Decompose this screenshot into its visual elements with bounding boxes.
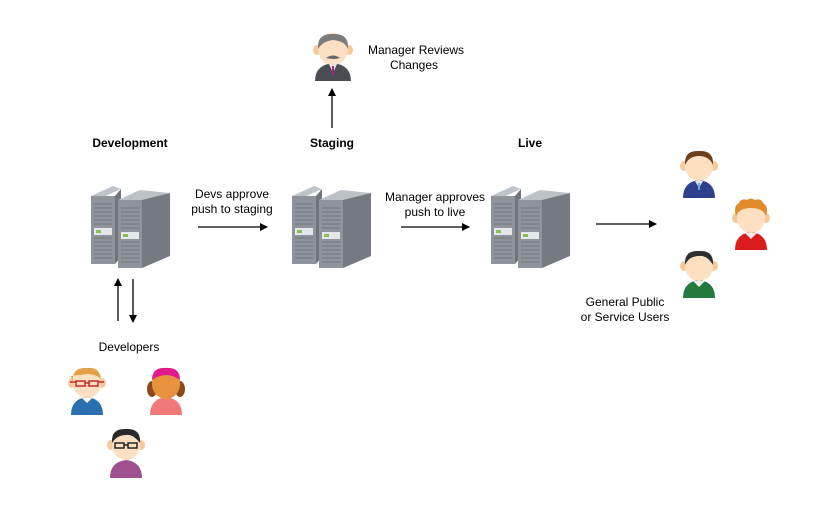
staging-to-live-label-line1: Manager approves xyxy=(384,190,486,204)
manager-reviews-label-line2: Changes xyxy=(389,58,439,72)
manager-reviews-label-line1: Manager Reviews xyxy=(368,43,465,57)
dev-to-staging-label: Devs approve push to staging xyxy=(180,187,284,217)
developer-icon xyxy=(68,367,106,415)
general-public-label-line1: General Public xyxy=(585,295,665,309)
public-user-icon xyxy=(680,150,718,198)
general-public-label: General Public or Service Users xyxy=(570,295,680,325)
stage-title-development: Development xyxy=(92,136,168,150)
dev-to-staging-label-line2: push to staging xyxy=(191,202,273,216)
stage-title-live: Live xyxy=(517,136,542,150)
staging-to-live-label: Manager approves push to live xyxy=(378,190,492,220)
dev-to-staging-label-line1: Devs approve xyxy=(194,187,270,201)
public-user-icon xyxy=(732,198,770,250)
manager-person-icon xyxy=(313,33,353,81)
developer-icon xyxy=(107,428,145,478)
general-public-label-line2: or Service Users xyxy=(580,310,670,324)
stage-title-staging: Staging xyxy=(310,136,354,150)
staging-to-live-label-line2: push to live xyxy=(404,205,466,219)
manager-reviews-label: Manager Reviews Changes xyxy=(368,43,465,73)
developers-label: Developers xyxy=(98,340,160,354)
public-user-icon xyxy=(680,250,718,298)
developer-icon xyxy=(147,367,185,415)
